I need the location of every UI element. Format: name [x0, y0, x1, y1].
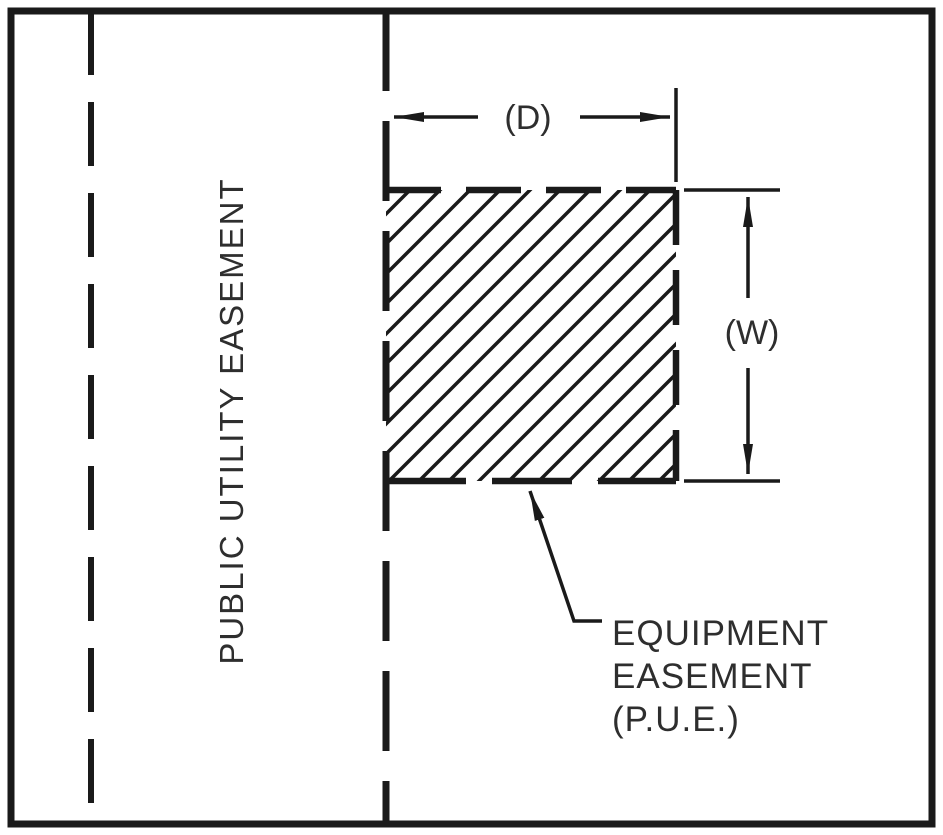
callout-leader-arrow [528, 490, 602, 623]
callout-line3: (P.U.E.) [612, 700, 740, 739]
equipment-easement-hatch-area [386, 190, 676, 481]
outer-border [7, 7, 936, 828]
dimension-d-label: (D) [504, 99, 551, 137]
dimension-w-label: (W) [725, 314, 780, 352]
callout-line1: EQUIPMENT [612, 614, 829, 653]
callout-line2: EASEMENT [612, 657, 813, 696]
public-utility-easement-label: PUBLIC UTILITY EASEMENT [213, 177, 250, 664]
